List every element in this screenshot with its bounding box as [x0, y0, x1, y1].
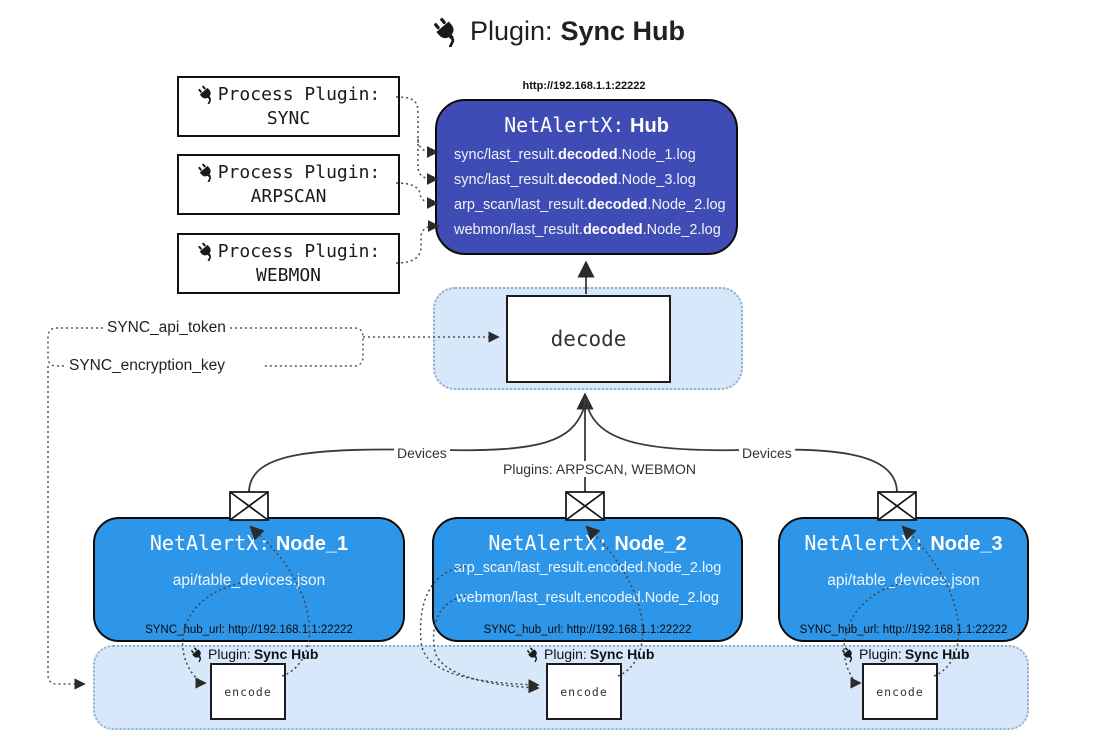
hub-log-lines: sync/last_result.decoded.Node_1.log sync…	[454, 143, 732, 243]
envelope-icon	[229, 491, 269, 521]
edge-label-devices-left: Devices	[394, 445, 450, 461]
process-plugin-name: ARPSCAN	[250, 185, 327, 207]
process-plugin-label: Process Plugin:	[217, 240, 381, 262]
connector-nodes-to-decode	[248, 392, 898, 493]
node-hub-url: SYNC_hub_url: http://192.168.1.1:22222	[145, 624, 353, 636]
sync-api-token-label: SYNC_api_token	[104, 319, 229, 337]
node-2: NetAlertX: Node_2 arp_scan/last_result.e…	[432, 517, 743, 642]
hub-node: NetAlertX: Hub sync/last_result.decoded.…	[435, 99, 738, 255]
hub-title: NetAlertX: Hub	[437, 113, 736, 138]
encode-box-2: encode	[546, 663, 622, 720]
process-plugin-sync: Process Plugin: SYNC	[177, 76, 400, 137]
connector-key-to-encoders	[47, 366, 86, 690]
process-plugin-name: SYNC	[266, 107, 311, 129]
process-plugin-label: Process Plugin:	[217, 161, 381, 183]
hub-log-line: arp_scan/last_result.decoded.Node_2.log	[454, 197, 726, 213]
encode-label: encode	[224, 684, 272, 699]
process-plugin-label: Process Plugin:	[217, 83, 381, 105]
encode-box-1: encode	[210, 663, 286, 720]
node-file: arp_scan/last_result.encoded.Node_2.log	[453, 560, 722, 576]
plug-icon	[191, 646, 202, 662]
node-title: NetAlertX: Node_1	[149, 531, 349, 555]
envelope-icons	[229, 491, 917, 521]
title-prefix: Plugin:	[469, 16, 553, 46]
encoder-plugin-label-1: Plugin:Sync Hub	[190, 646, 318, 662]
encode-label: encode	[560, 684, 608, 699]
hub-url-label: http://192.168.1.1:22222	[522, 80, 646, 92]
sync-encryption-key-label: SYNC_encryption_key	[66, 357, 228, 375]
node-file: api/table_devices.json	[827, 572, 980, 589]
decode-box: decode	[506, 295, 671, 383]
hub-log-line: webmon/last_result.decoded.Node_2.log	[454, 222, 721, 238]
node-file: api/table_devices.json	[172, 572, 326, 589]
node-title: NetAlertX: Node_2	[488, 531, 687, 555]
hub-title-name: Hub	[630, 115, 669, 137]
encoder-plugin-label-2: Plugin:Sync Hub	[526, 646, 654, 662]
node-hub-url: SYNC_hub_url: http://192.168.1.1:22222	[799, 624, 1008, 636]
node-hub-url: SYNC_hub_url: http://192.168.1.1:22222	[483, 624, 692, 636]
process-plugin-arpscan: Process Plugin: ARPSCAN	[177, 154, 400, 215]
plug-icon	[434, 17, 455, 47]
envelope-icon	[877, 491, 917, 521]
plug-icon	[198, 242, 211, 261]
plug-icon	[527, 646, 538, 662]
node-1: NetAlertX: Node_1 api/table_devices.json…	[93, 517, 405, 642]
hub-log-line: sync/last_result.decoded.Node_1.log	[454, 147, 696, 163]
page-title: Plugin: Sync Hub	[0, 16, 1117, 47]
process-plugin-name: WEBMON	[255, 264, 322, 286]
node-file: webmon/last_result.encoded.Node_2.log	[456, 590, 719, 606]
hub-title-prefix: NetAlertX:	[504, 113, 625, 137]
process-plugin-webmon: Process Plugin: WEBMON	[177, 233, 400, 294]
encode-box-3: encode	[862, 663, 938, 720]
title-name: Sync Hub	[560, 16, 686, 46]
plug-icon	[198, 85, 211, 104]
node-title: NetAlertX: Node_3	[804, 531, 1003, 555]
plug-icon	[842, 646, 853, 662]
encode-label: encode	[876, 684, 924, 699]
envelope-icon	[565, 491, 605, 521]
decode-label: decode	[550, 327, 627, 351]
edge-label-plugins: Plugins: ARPSCAN, WEBMON	[500, 461, 699, 477]
edge-label-devices-right: Devices	[739, 445, 795, 461]
encoder-plugin-label-3: Plugin:Sync Hub	[841, 646, 969, 662]
connector-process-to-hub	[395, 96, 440, 264]
node-3: NetAlertX: Node_3 api/table_devices.json…	[778, 517, 1029, 642]
plug-icon	[198, 163, 211, 182]
hub-log-line: sync/last_result.decoded.Node_3.log	[454, 172, 696, 188]
